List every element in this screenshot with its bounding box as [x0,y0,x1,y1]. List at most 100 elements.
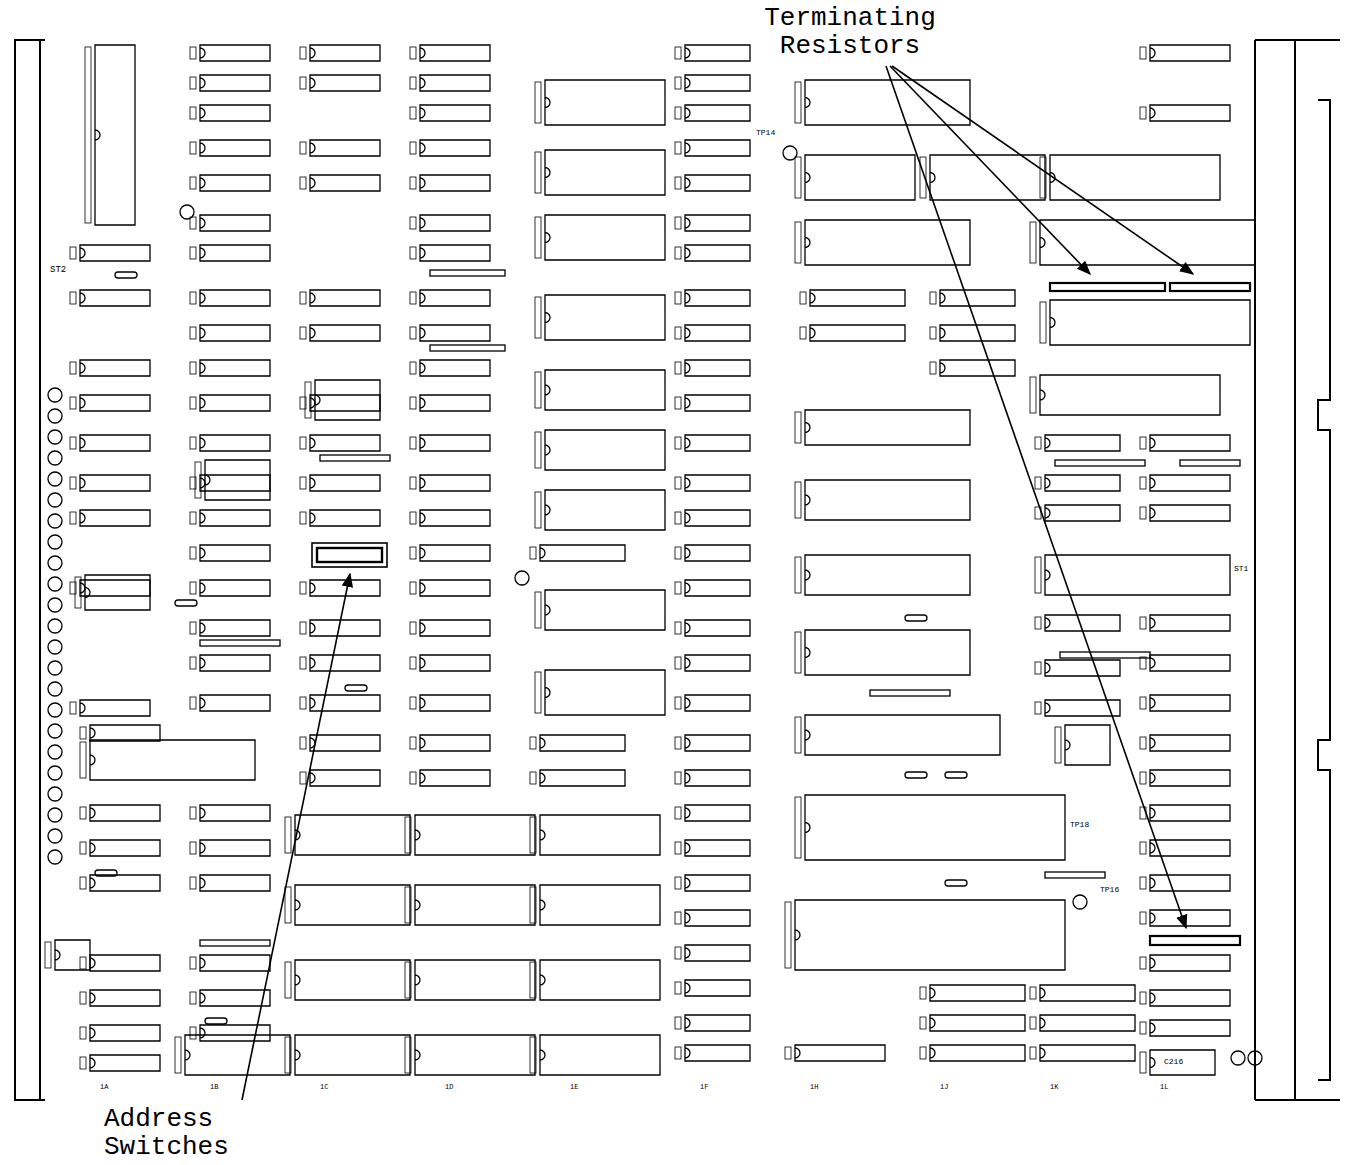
capacitor [190,842,196,854]
capacitor [795,797,801,858]
capacitor [70,247,76,259]
ic-package [1045,505,1120,521]
test-point [48,619,62,633]
capacitor [535,672,541,713]
ic-package [420,655,490,671]
capacitor [675,912,681,924]
test-point [48,514,62,528]
capacitor [1055,727,1061,763]
address-switch [317,548,382,562]
capacitor [190,77,196,89]
capacitor [190,807,196,819]
ic-package [540,770,625,786]
capacitor [795,222,801,263]
resistor-network [200,940,270,946]
capacitor [675,512,681,524]
capacitor [930,327,936,339]
resistor [905,615,927,621]
capacitor [410,292,416,304]
ic-package [200,510,270,526]
ic-package [805,480,970,520]
ic-package [80,290,150,306]
ic-package [1150,695,1230,711]
ic-package [545,150,665,195]
capacitor [1140,957,1146,969]
ic-package [95,45,135,225]
leader-line [242,574,350,1100]
capacitor [795,82,801,123]
ic-package [420,735,490,751]
ic-package [200,105,270,121]
capacitor [675,1017,681,1029]
ic-package [1150,435,1230,451]
ic-package [685,215,750,231]
ic-package [685,620,750,636]
ic-package [310,695,380,711]
capacitor [1035,702,1041,714]
capacitor [535,152,541,193]
capacitor [675,807,681,819]
ic-package [205,460,270,500]
ic-package [200,655,270,671]
ic-package [1150,805,1230,821]
ic-package [415,960,535,1000]
ic-package [310,140,380,156]
ic-package [200,580,270,596]
ic-package [200,45,270,61]
capacitor [675,477,681,489]
ic-package [545,370,665,410]
ic-package [545,80,665,125]
ic-package [420,475,490,491]
part-designator: 1B [210,1083,218,1091]
capacitor [1140,507,1146,519]
capacitor [70,512,76,524]
resistor-network [1180,460,1240,466]
ic-package [545,670,665,715]
capacitor [675,582,681,594]
ic-package [310,45,380,61]
test-point [48,640,62,654]
capacitor [1035,617,1041,629]
ic-package [685,45,750,61]
ic-package [420,75,490,91]
part-designator: 1H [810,1083,818,1091]
ic-package [200,435,270,451]
capacitor [410,247,416,259]
ic-package [310,475,380,491]
capacitor [1140,737,1146,749]
resistor-network [1060,652,1150,658]
capacitor [410,362,416,374]
capacitor [70,397,76,409]
terminating-resistor [1150,936,1240,945]
ic-package [420,140,490,156]
ic-package [1040,375,1220,415]
ic-package [310,770,380,786]
capacitor [1140,437,1146,449]
ic-package [540,545,625,561]
capacitor [190,327,196,339]
ic-package [1040,1045,1135,1061]
capacitor [535,297,541,338]
capacitor [410,327,416,339]
ic-package [420,770,490,786]
capacitor [405,887,411,923]
ic-package [1150,475,1230,491]
capacitor [675,622,681,634]
test-point [48,577,62,591]
capacitor [70,362,76,374]
ic-package [685,770,750,786]
ic-package [200,955,270,971]
ic-package [685,105,750,121]
ic-package [200,990,270,1006]
test-point [48,829,62,843]
capacitor [410,622,416,634]
ic-package [1065,725,1110,765]
ic-package [685,655,750,671]
ic-package [685,75,750,91]
capacitor [535,372,541,408]
capacitor [80,1027,86,1039]
capacitor [190,247,196,259]
capacitor [530,817,536,853]
capacitor [300,437,306,449]
